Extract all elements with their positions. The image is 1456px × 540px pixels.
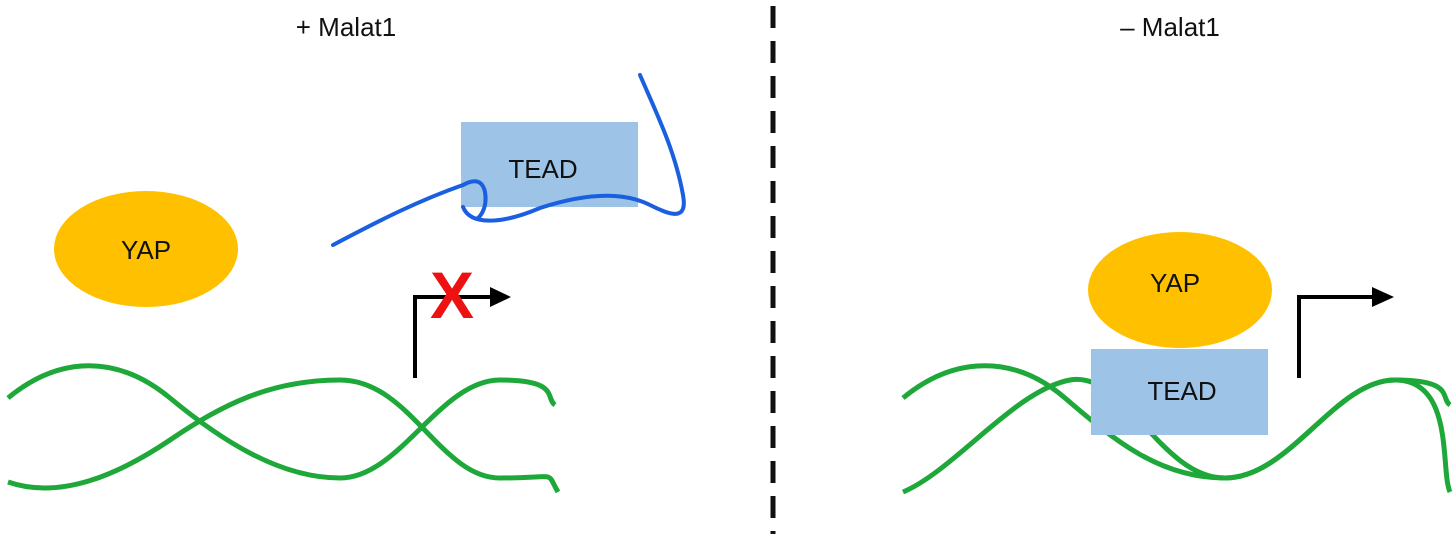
panel-without-malat1: – Malat1 TEAD YAP [901,12,1453,495]
arrow-head-left [490,287,511,307]
tead-label-right: TEAD [1147,376,1216,406]
dna-strand-2-left [7,377,561,494]
arrow-head-right [1372,287,1394,307]
transcription-arrow-right [1297,295,1372,378]
malat1-rna-strand [331,73,686,247]
yap-protein-right [1088,232,1272,348]
malat1-rna-loop [461,179,488,220]
dna-helix-right [901,363,1453,495]
dna-strand-1-left [6,363,557,481]
tead-protein-left [461,122,638,207]
blocked-transcription-mark: X [430,258,474,332]
panel-with-malat1: + Malat1 X YAP TEAD [6,12,686,494]
dna-strand-2-right [902,376,1453,495]
promoter-arrow-line-left [413,295,490,378]
promoter-arrow-line-right [1297,295,1372,378]
tead-protein-right [1091,349,1268,435]
dna-helix-left [6,363,561,494]
transcription-arrow-left [413,295,490,378]
panel-title-with-malat1: + Malat1 [296,12,396,42]
yap-label-right: YAP [1150,268,1200,298]
tead-label-left: TEAD [508,154,577,184]
yap-label-left: YAP [121,235,171,265]
yap-protein-left [54,191,238,307]
panel-title-without-malat1: – Malat1 [1120,12,1220,42]
